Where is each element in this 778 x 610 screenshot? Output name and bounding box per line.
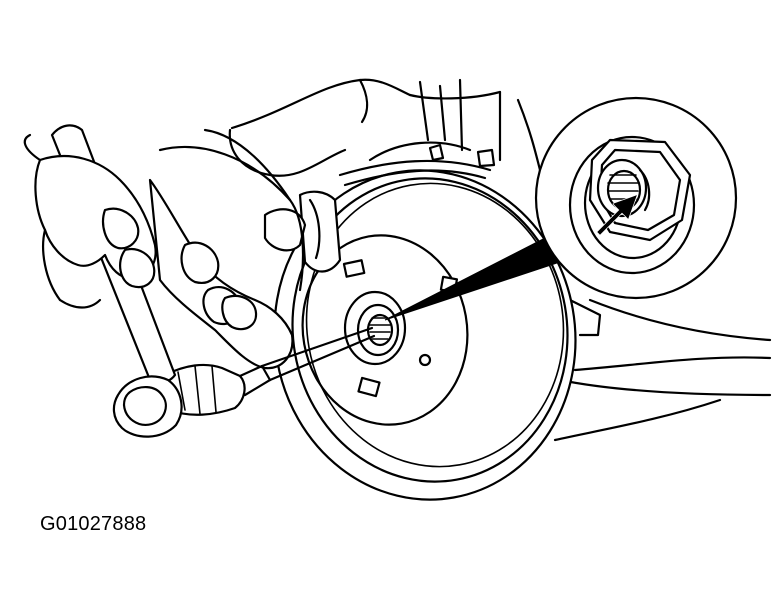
rotor-stud (418, 353, 432, 367)
backing-plate (338, 141, 496, 187)
caliper-bracket (263, 190, 342, 273)
suspension-background (228, 78, 772, 442)
hub-assembly (343, 290, 407, 366)
rotor-hole (342, 259, 366, 278)
rotor-hole (357, 376, 381, 398)
figure-code-label: G01027888 (40, 513, 147, 535)
arrow-icon (596, 194, 638, 236)
left-hand (23, 133, 157, 309)
right-hand (148, 128, 305, 370)
